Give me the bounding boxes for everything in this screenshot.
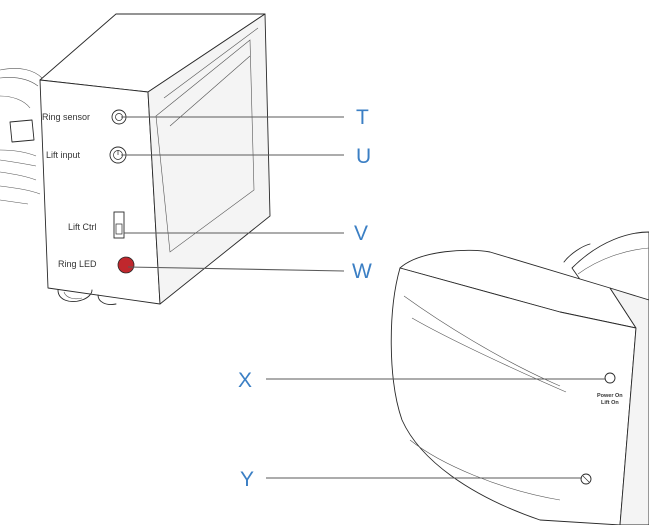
lift-ctrl-label: Lift Ctrl	[68, 222, 97, 232]
lower-connector	[580, 473, 592, 485]
callout-u: U	[356, 145, 371, 168]
callout-w: W	[352, 260, 372, 283]
lift-input-label: Lift input	[46, 150, 81, 160]
callout-y: Y	[240, 468, 254, 491]
left-device: Ring sensor Lift input Lift Ctrl Ring LE…	[0, 13, 271, 305]
ring-sensor-label: Ring sensor	[42, 112, 90, 122]
ring-led-label: Ring LED	[58, 259, 97, 269]
lift-ctrl-switch	[113, 211, 125, 239]
right-device: Power On Lift On	[390, 231, 649, 525]
callout-letters: T U V W X Y	[238, 106, 372, 491]
power-lift-led	[604, 372, 616, 384]
power-on-label: Power On	[597, 393, 623, 399]
callout-lines	[121, 116, 606, 479]
callout-t: T	[356, 106, 369, 129]
ring-led-indicator	[117, 256, 135, 274]
callout-x: X	[238, 369, 252, 392]
callout-v: V	[354, 222, 368, 245]
lift-on-label: Lift On	[601, 400, 619, 406]
callout-line-w	[127, 266, 345, 272]
